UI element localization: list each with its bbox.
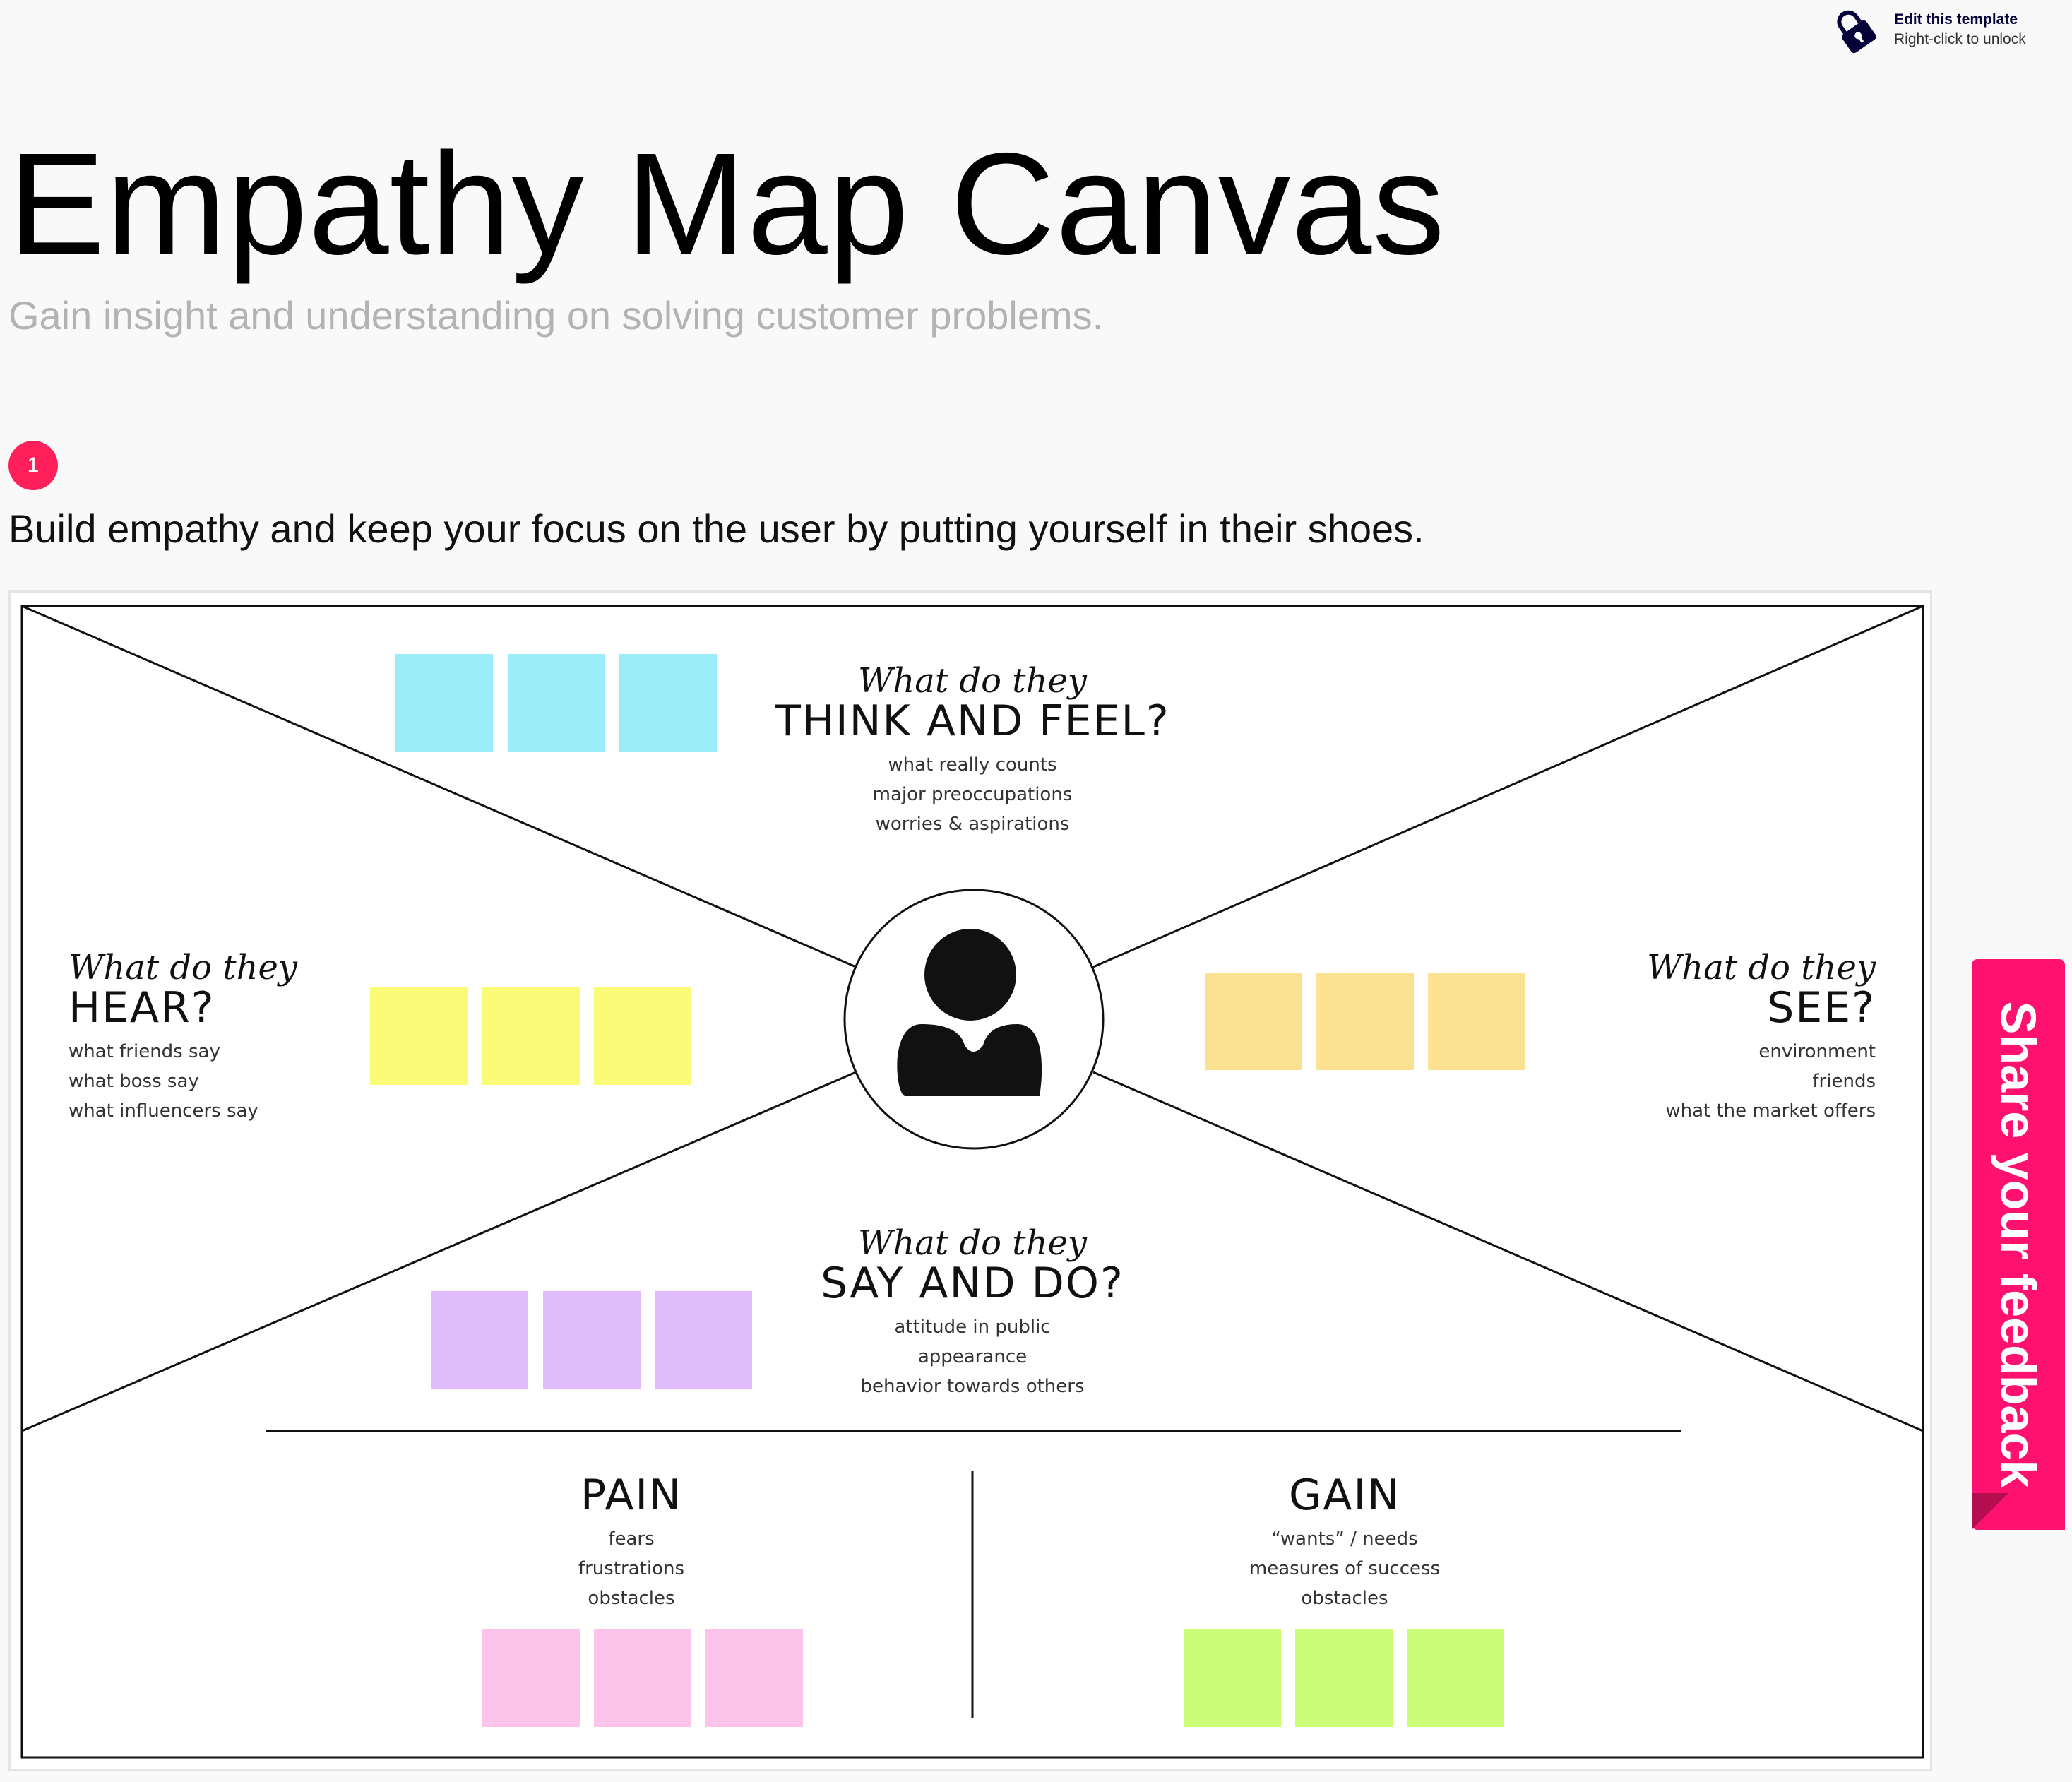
step-badge: 1 (8, 441, 58, 490)
gain-section: GAIN “wants” / needs measures of success… (1203, 1471, 1486, 1613)
page-title: Empathy Map Canvas (8, 123, 1446, 285)
hear-section: What do they HEAR? what friends say what… (69, 948, 351, 1126)
page-subtitle: Gain insight and understanding on solvin… (8, 293, 1104, 338)
sticky-note-see[interactable] (1316, 973, 1414, 1070)
edit-template-label[interactable]: Edit this template (1894, 11, 2018, 28)
sticky-note-think[interactable] (395, 654, 493, 752)
lock-icon[interactable] (1833, 7, 1876, 54)
sticky-note-gain[interactable] (1295, 1629, 1393, 1727)
user-icon (897, 929, 1042, 1096)
think-line: worries & aspirations (875, 814, 1070, 835)
sticky-note-gain[interactable] (1184, 1629, 1281, 1727)
sticky-note-say[interactable] (431, 1291, 528, 1389)
think-heading: THINK AND FEEL? (775, 696, 1170, 746)
say-heading: SAY AND DO? (821, 1259, 1124, 1308)
pain-heading: PAIN (580, 1471, 682, 1520)
see-line: environment (1758, 1041, 1876, 1062)
step-description: Build empathy and keep your focus on the… (8, 506, 1424, 551)
think-script: What do they (857, 661, 1088, 701)
gain-line: measures of success (1249, 1558, 1441, 1579)
see-section: What do they SEE? environment friends wh… (1593, 948, 1876, 1126)
think-line: major preoccupations (872, 784, 1073, 805)
unlock-hint: Right-click to unlock (1894, 31, 2026, 47)
hear-line: what influencers say (69, 1100, 258, 1122)
feedback-tab[interactable] (1972, 959, 2065, 1530)
sticky-note-hear[interactable] (482, 987, 580, 1085)
sticky-note-say[interactable] (543, 1291, 641, 1389)
sticky-note-pain[interactable] (482, 1629, 580, 1727)
pain-section: PAIN fears frustrations obstacles (490, 1471, 773, 1613)
say-line: appearance (917, 1346, 1028, 1367)
say-line: attitude in public (894, 1317, 1051, 1338)
sticky-note-pain[interactable] (594, 1629, 691, 1727)
sticky-note-think[interactable] (508, 654, 605, 752)
say-do-section: What do they SAY AND DO? attitude in pub… (761, 1223, 1184, 1401)
sticky-note-see[interactable] (1205, 973, 1302, 1070)
see-line: what the market offers (1665, 1100, 1876, 1122)
think-feel-section: What do they THINK AND FEEL? what really… (761, 661, 1184, 839)
sticky-note-see[interactable] (1428, 973, 1525, 1070)
see-heading: SEE? (1767, 983, 1876, 1033)
sticky-note-say[interactable] (655, 1291, 752, 1389)
feedback-tab-label[interactable]: Share your feedback (1991, 1001, 2046, 1488)
sticky-note-think[interactable] (619, 654, 717, 752)
feedback-tab-fold (1972, 1493, 2008, 1530)
think-line: what really counts (888, 754, 1057, 776)
sticky-note-hear[interactable] (594, 987, 691, 1085)
sticky-note-gain[interactable] (1407, 1629, 1504, 1727)
hear-script: What do they (69, 948, 298, 987)
pain-line: obstacles (588, 1588, 675, 1609)
hear-line: what boss say (69, 1071, 199, 1092)
see-line: friends (1812, 1071, 1876, 1092)
sticky-note-pain[interactable] (705, 1629, 803, 1727)
say-line: behavior towards others (860, 1376, 1085, 1397)
empathy-map-board[interactable] (8, 590, 1932, 1771)
sticky-note-hear[interactable] (370, 987, 468, 1085)
gain-line: “wants” / needs (1271, 1528, 1418, 1550)
see-script: What do they (1646, 948, 1876, 987)
gain-heading: GAIN (1288, 1471, 1401, 1520)
say-script: What do they (857, 1223, 1088, 1263)
pain-line: frustrations (578, 1558, 685, 1579)
gain-line: obstacles (1301, 1588, 1388, 1609)
hear-line: what friends say (69, 1041, 220, 1062)
hear-heading: HEAR? (69, 983, 215, 1033)
pain-line: fears (608, 1528, 655, 1550)
